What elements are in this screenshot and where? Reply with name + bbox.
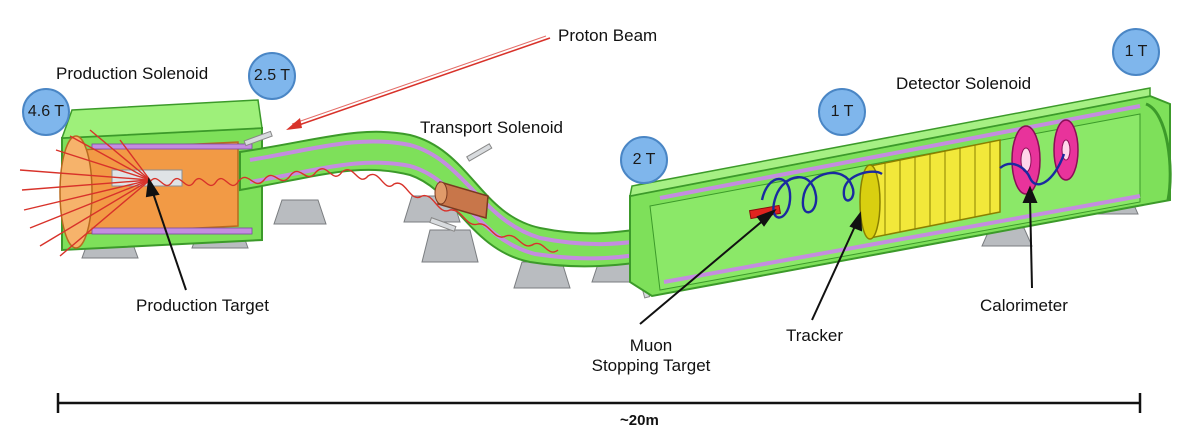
transport-solenoid-label: Transport Solenoid <box>420 118 564 137</box>
tracker-arrow <box>811 223 857 321</box>
stopping-target-arrow <box>639 217 767 325</box>
muon-stopping-target-label: Muon Stopping Target <box>576 336 726 376</box>
detector-solenoid <box>629 87 1172 298</box>
detector-solenoid-label: Detector Solenoid <box>896 74 1032 93</box>
field-badge-detector-end: 1 T <box>1112 28 1160 76</box>
production-target-arrow <box>151 189 187 291</box>
callout-arrows <box>145 177 1038 325</box>
scale-bar-label: ~20m <box>620 412 659 429</box>
field-badge-production-high: 4.6 T <box>22 88 70 136</box>
particle-tracks <box>19 129 1066 257</box>
tracker-label: Tracker <box>786 326 843 345</box>
calorimeter-arrow <box>1029 197 1033 289</box>
muon-stopping-target-line2: Stopping Target <box>591 356 711 375</box>
proton-beam-arrow <box>286 35 551 130</box>
calorimeter-label: Calorimeter <box>980 296 1068 315</box>
scale-bar <box>56 393 1142 413</box>
production-solenoid-label: Production Solenoid <box>56 64 209 83</box>
field-badge-detector-mid: 1 T <box>818 88 866 136</box>
muon-helix-transport <box>149 168 559 253</box>
electron-helix-detector <box>760 170 883 219</box>
proton-beam-label: Proton Beam <box>558 26 658 45</box>
field-badge-production-low: 2.5 T <box>248 52 296 100</box>
production-target-label: Production Target <box>136 296 269 315</box>
pion-spray <box>19 129 151 257</box>
field-badge-transport-end: 2 T <box>620 136 668 184</box>
muon-stopping-target-line1: Muon <box>629 336 673 355</box>
transport-solenoid <box>239 130 670 299</box>
